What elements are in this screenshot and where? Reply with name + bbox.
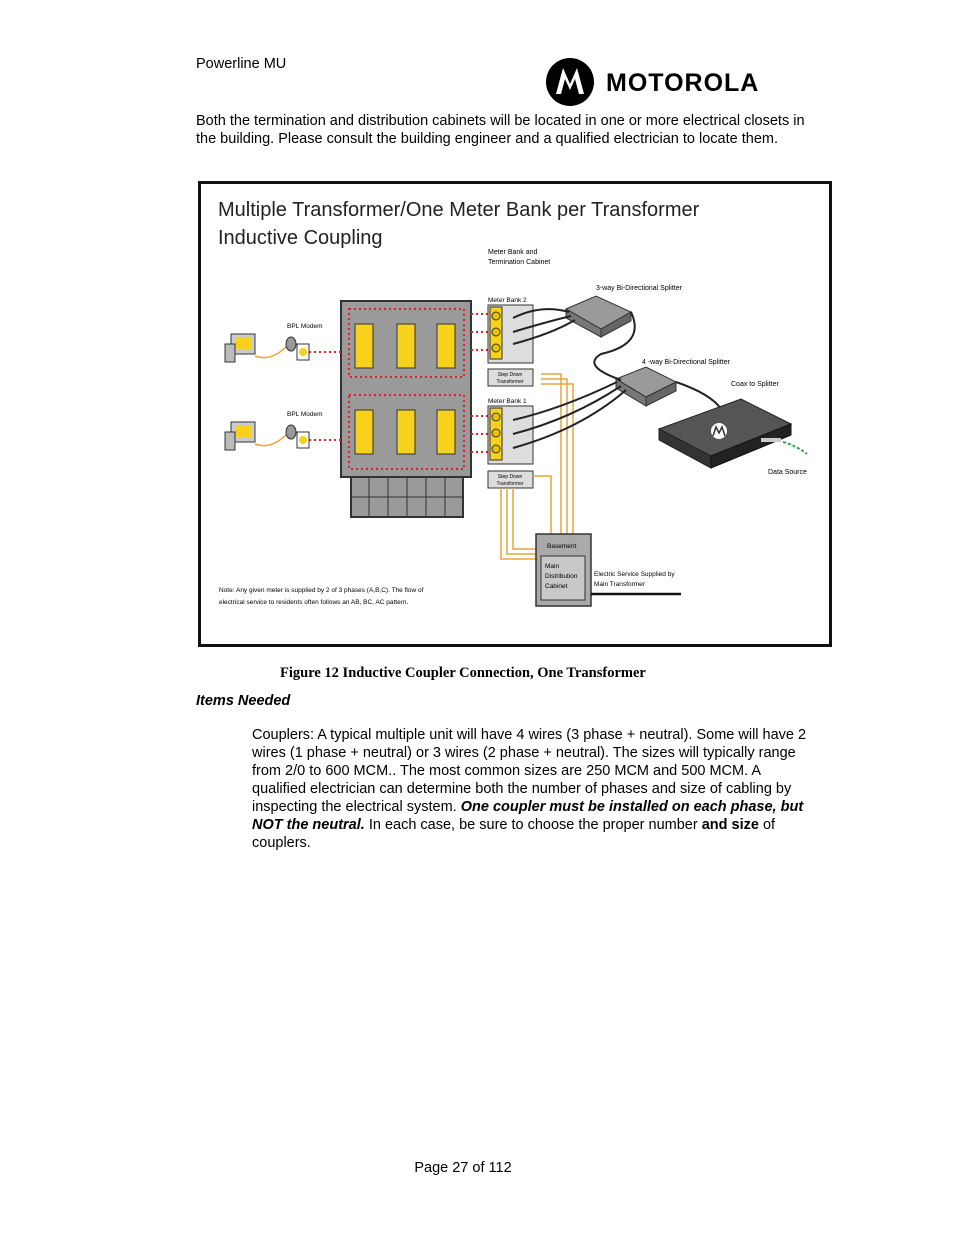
label-meter-cabinet-2: Termination Cabinet [488,259,550,266]
figure-title-line2: Inductive Coupling [218,227,383,249]
note-line2: electrical service to residents often fo… [219,599,409,606]
label-stepdown-1b: Transformer [496,481,523,487]
note-line1: Note: Any given meter is supplied by 2 o… [219,587,424,594]
brand-wordmark: MOTOROLA [606,69,759,97]
figure-title-line1: Multiple Transformer/One Meter Bank per … [218,199,700,221]
label-service-1: Electric Service Supplied by [594,571,675,578]
label-basement: Basement [547,543,576,550]
couplers-emphasis: One coupler must be installed on each ph… [252,799,804,833]
label-stepdown-1a: Step Down [498,474,523,480]
main-distribution-cabinet: Basement Main Distribution Cabinet [535,533,592,607]
label-meter-cabinet-1: Meter Bank and [488,249,538,256]
label-splitter-4way: 4 -way Bi-Directional Splitter [642,359,731,366]
label-bpl-modem-top: BPL Modem [287,323,323,330]
label-bpl-modem-bottom: BPL Modem [287,411,323,418]
figure-diagram: Multiple Transformer/One Meter Bank per … [198,181,832,647]
page-footer: Page 27 of 112 [0,1160,954,1176]
couplers-bold: and size [701,817,759,833]
data-source-unit [657,398,793,469]
page-number: Page 27 of 112 [414,1160,512,1176]
splitter-3way [564,295,633,338]
splitter-4way [614,366,678,407]
label-service-2: Main Transformer [594,581,646,588]
items-needed-heading: Items Needed [196,693,291,709]
label-meter-bank-2: Meter Bank 2 [488,297,527,304]
couplers-text-1: Couplers: A typical multiple unit will h… [252,727,807,815]
label-splitter-3way: 3-way Bi-Directional Splitter [596,285,683,292]
label-stepdown-2b: Transformer [496,379,523,385]
header-title: Powerline MU [196,56,287,72]
meter-bank-1: Meter Bank 1 Step Down Transformer [487,398,534,489]
label-mdc-3: Cabinet [545,583,568,590]
label-stepdown-2a: Step Down [498,372,523,378]
couplers-paragraph: Couplers: A typical multiple unit will h… [252,726,812,852]
figure-caption: Figure 12 Inductive Coupler Connection, … [280,665,646,681]
label-data-source: Data Source [768,469,807,476]
computer-top: BPL Modem [224,323,341,363]
computer-bottom: BPL Modem [224,411,341,451]
label-mdc-1: Main [545,563,559,570]
couplers-text-2: In each case, be sure to choose the prop… [364,817,702,833]
building-panel [340,300,472,518]
motorola-logo: MOTOROLA [544,54,816,110]
meter-bank-2: Meter Bank 2 Step Down Transformer [487,297,534,387]
label-coax: Coax to Splitter [731,381,780,388]
label-mdc-2: Distribution [545,573,578,580]
label-meter-bank-1: Meter Bank 1 [488,398,527,405]
couplers-text-3: of couplers. [252,817,776,851]
intro-paragraph: Both the termination and distribution ca… [196,113,805,147]
